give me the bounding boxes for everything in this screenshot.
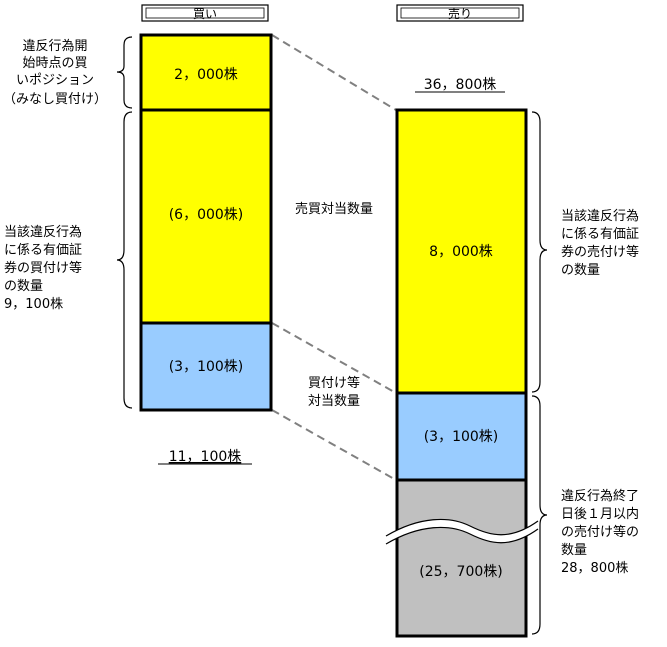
left-braces [116,36,133,409]
sell-block-rest [395,478,528,638]
note-initial-line-2: 始時点の買 [22,56,87,71]
note-initial-line-1: 違反行為開 [22,38,87,54]
buy-offset-line-1: 買付け等 [308,375,360,391]
note-buy-quantity: 当該違反行為 に係る有価証 券の買付け等 の数量 9，100株 [4,224,82,312]
buy-total-label: 11，100株 [169,449,242,465]
sell-main-label: 8，000株 [429,244,493,260]
brace-post-period [531,395,548,635]
note-post-line-1: 違反行為終了 [561,488,639,504]
note-initial-line-4: （みなし買付け） [3,92,107,107]
brace-initial [116,36,133,109]
right-braces [531,111,548,635]
buy-initial-label: 2，000株 [174,67,238,83]
sell-header-label: 売り [448,6,472,21]
note-buy-line-2: に係る有価証 [4,243,82,258]
note-sell-line-1: 当該違反行為 [561,208,639,224]
note-buy-line-1: 当該違反行為 [4,224,82,240]
note-initial-line-3: いポジション [16,73,94,88]
sell-offset-label: (3，100株) [424,429,499,445]
note-post-period: 違反行為終了 日後１月以内 の売付け等の 数量 28，800株 [561,488,639,576]
connector-bottom [271,409,397,481]
note-post-line-3: の売付け等の [561,524,639,540]
buy-block-matched [139,108,273,325]
sell-block-main [395,108,528,395]
note-post-line-4: 数量 [561,543,587,558]
connector-middle [271,322,397,394]
buy-header-label: 買い [193,7,217,21]
connector-lines [271,34,397,481]
note-initial-position: 違反行為開 始時点の買 いポジション （みなし買付け） [3,38,107,107]
buy-matched-label: (6，000株) [169,207,244,223]
note-post-line-2: 日後１月以内 [561,506,639,522]
sell-total-label: 36，800株 [424,77,497,93]
buy-column: 2，000株 (6，000株) (3，100株) 11，100株 [139,33,273,465]
sell-column: 36，800株 8，000株 (3，100株) (25，700株) [384,77,541,638]
sell-header: 売り [396,4,524,22]
note-sell-line-3: 券の売付け等 [561,244,639,260]
buy-header: 買い [141,4,269,22]
note-buy-line-5: 9，100株 [4,297,63,312]
note-sell-line-2: に係る有価証 [561,227,639,242]
sell-rest-label: (25，700株) [419,564,502,580]
note-sell-line-4: の数量 [561,263,600,278]
note-buy-line-3: 券の買付け等 [4,260,82,276]
brace-buy-quantity [116,111,133,409]
brace-sell-quantity [531,111,548,393]
break-mark [384,518,541,545]
buy-offset-line-2: 対当数量 [308,394,360,409]
matched-quantity-label: 売買対当数量 [295,201,373,217]
connector-top [271,34,397,111]
note-post-line-5: 28，800株 [561,561,628,576]
note-buy-line-4: の数量 [4,279,43,294]
note-sell-quantity: 当該違反行為 に係る有価証 券の売付け等 の数量 [561,208,639,278]
buy-offset-label: (3，100株) [169,359,244,375]
buy-offset-quantity-label: 買付け等 対当数量 [308,375,360,409]
